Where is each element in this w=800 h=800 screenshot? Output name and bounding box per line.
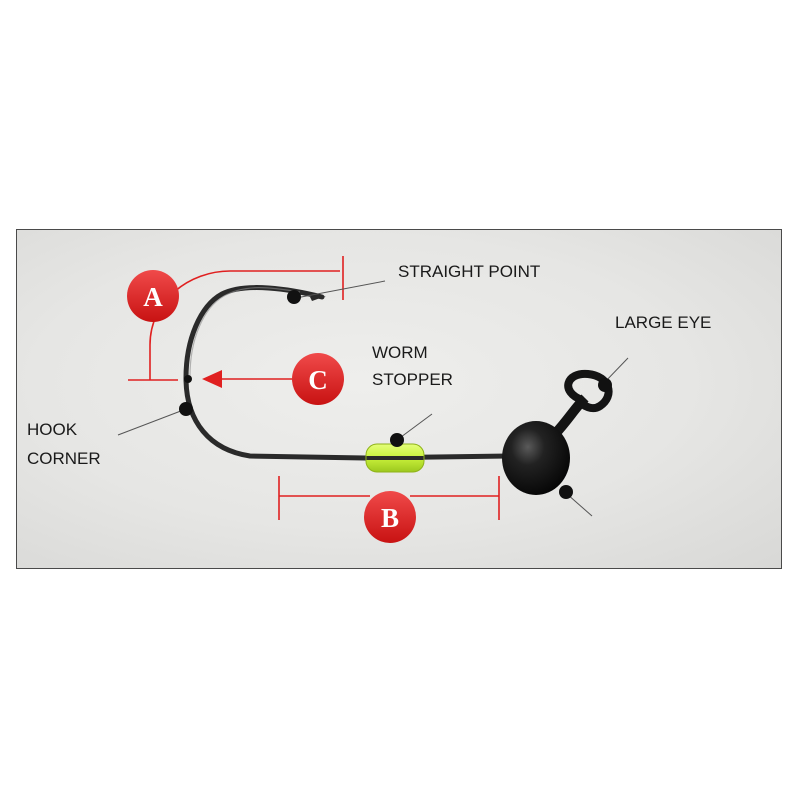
- marker-a-letter: A: [143, 282, 163, 312]
- dot-hook-corner: [179, 402, 193, 416]
- label-straight-point: STRAIGHT POINT: [398, 262, 540, 281]
- marker-c: C: [292, 353, 344, 405]
- dot-jig-head: [559, 485, 573, 499]
- dot-hook-c: [184, 375, 192, 383]
- label-hook-corner-line1: HOOK: [27, 420, 78, 439]
- worm-stopper: [365, 443, 425, 473]
- hook-wire-highlight: [189, 287, 301, 377]
- marker-c-letter: C: [308, 365, 328, 395]
- label-worm-stopper-line1: WORM: [372, 343, 428, 362]
- callout-dots: [179, 290, 612, 499]
- marker-b-letter: B: [381, 503, 399, 533]
- label-large-eye: LARGE EYE: [615, 313, 711, 332]
- leader-jig-head: [566, 493, 593, 517]
- dot-straight-point: [287, 290, 301, 304]
- dimension-c: [202, 370, 292, 388]
- dot-large-eye: [598, 378, 612, 392]
- marker-b: B: [364, 491, 416, 543]
- leader-straight-point: [295, 280, 386, 299]
- jig-head: [502, 394, 589, 495]
- leader-worm-stopper: [396, 413, 433, 441]
- dimension-b: [278, 476, 500, 520]
- label-hook-corner-line2: CORNER: [27, 449, 101, 468]
- hook-point-barb: [310, 296, 326, 301]
- leader-hook-corner: [117, 408, 187, 436]
- label-worm-stopper-line2: STOPPER: [372, 370, 453, 389]
- marker-a: A: [127, 270, 179, 322]
- dot-worm-stopper: [390, 433, 404, 447]
